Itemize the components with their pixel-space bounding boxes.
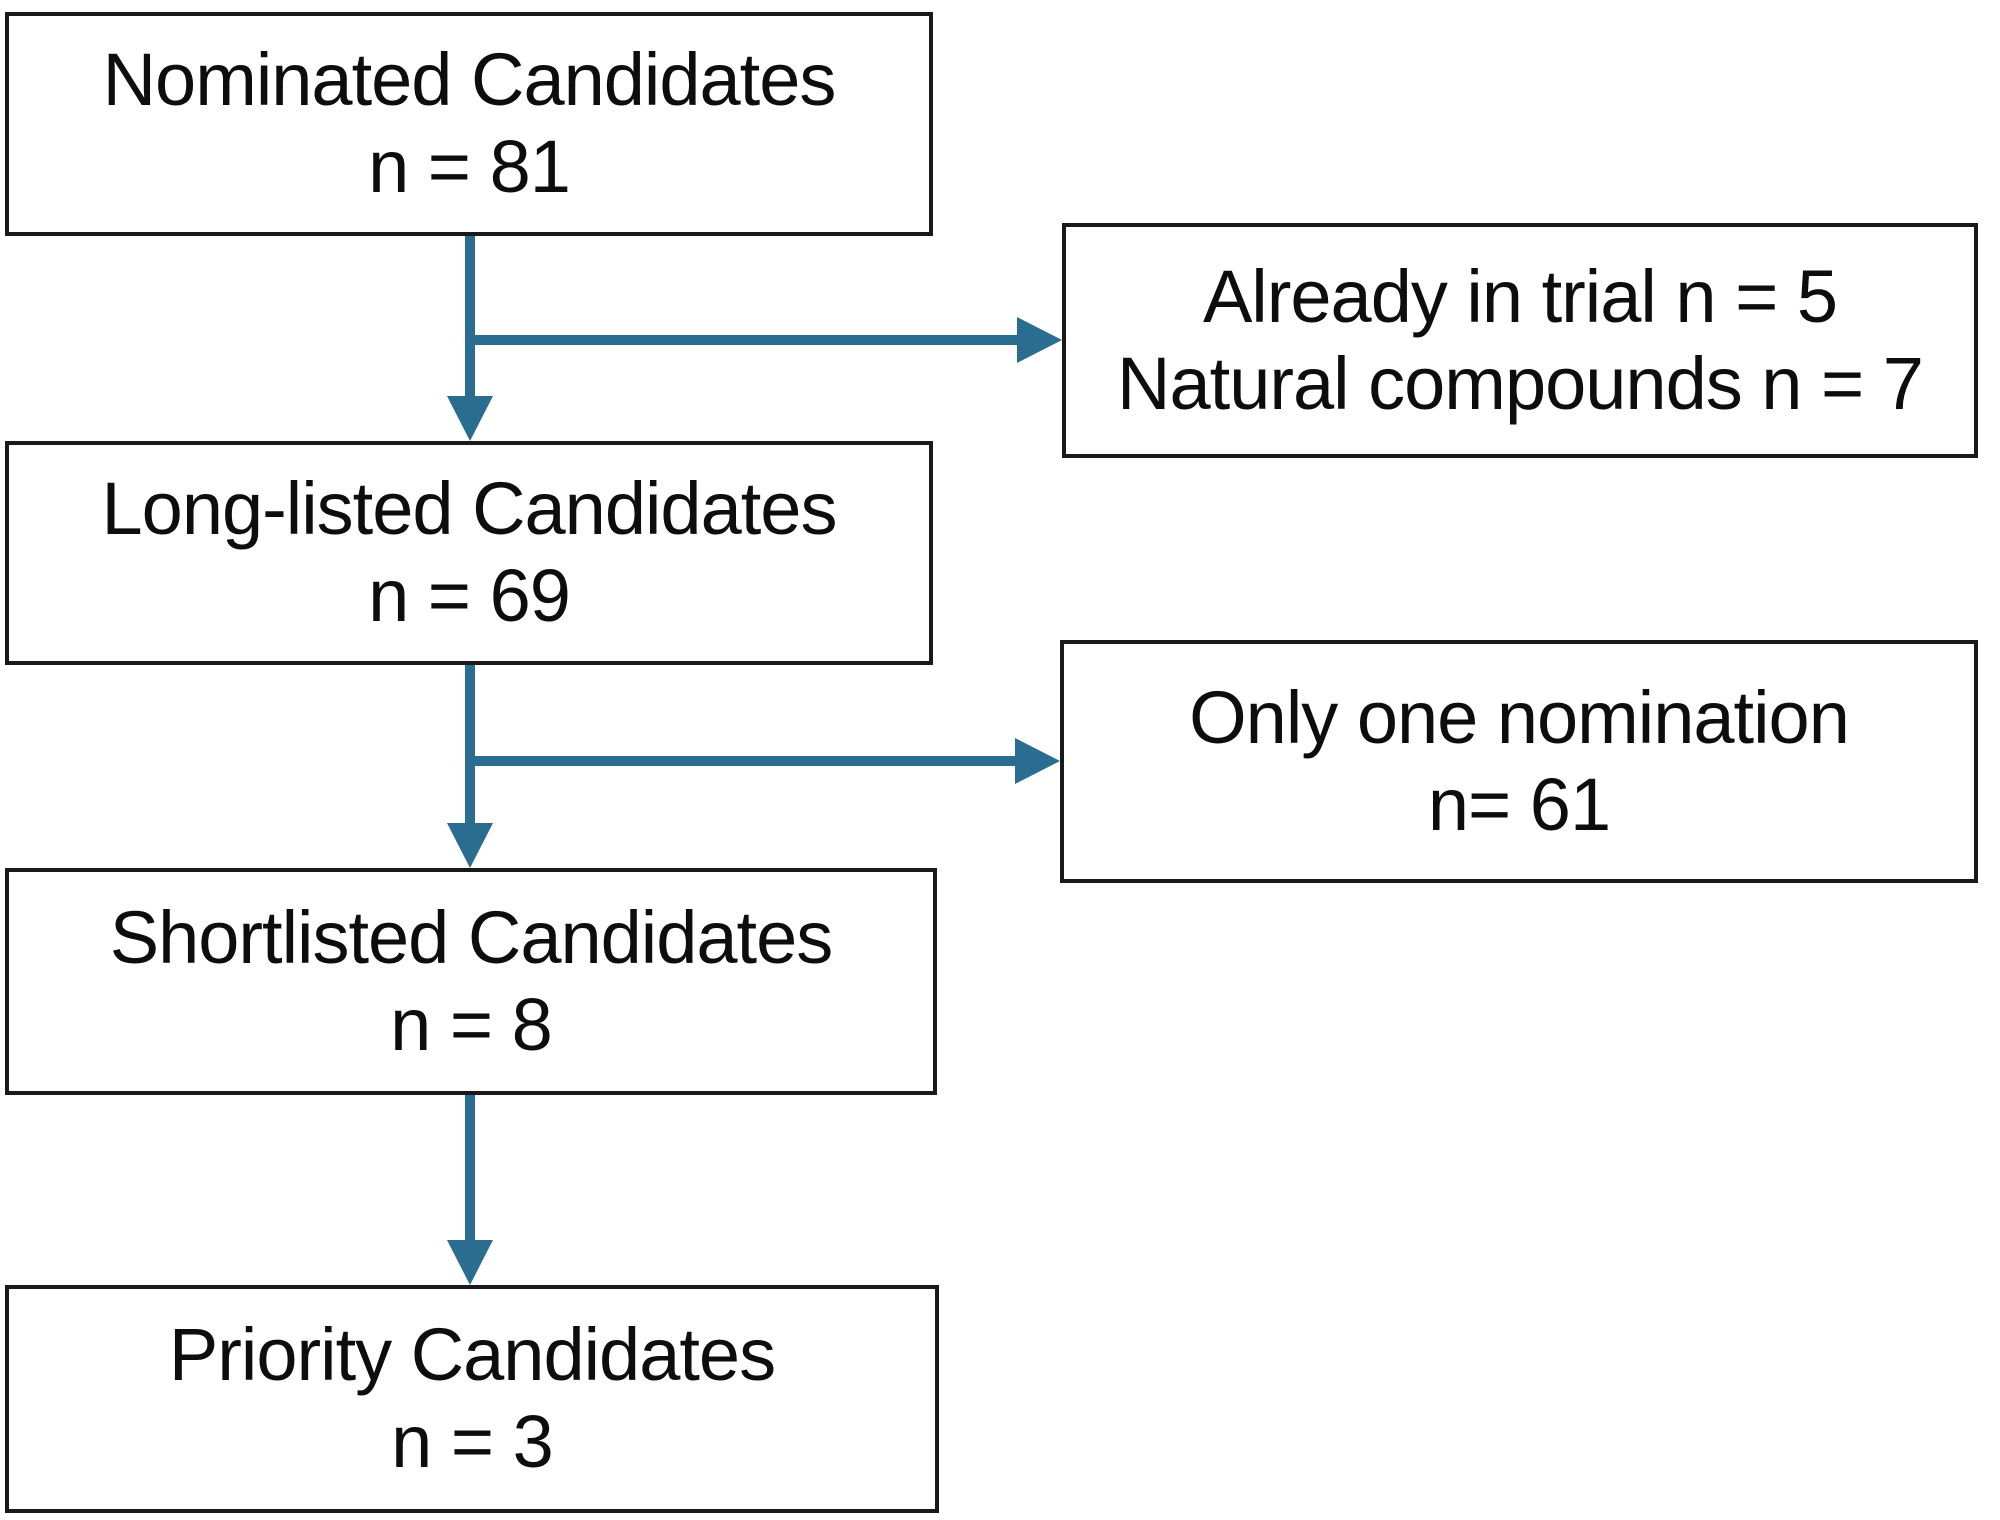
- node-title: Nominated Candidates: [102, 38, 837, 122]
- connector-branch-to-excluded-single-nomination: [470, 756, 1015, 766]
- node-line1: Only one nomination: [1189, 675, 1850, 759]
- arrowhead-down-icon: [447, 396, 493, 441]
- arrowhead-right-icon: [1017, 317, 1062, 363]
- flow-node-shortlisted-candidates: Shortlisted Candidates n = 8: [5, 868, 937, 1095]
- connector-shortlisted-to-priority: [465, 1095, 475, 1242]
- node-count: n = 8: [390, 982, 553, 1066]
- node-count: n = 81: [368, 125, 571, 208]
- node-title: Shortlisted Candidates: [109, 895, 834, 979]
- node-line2: Natural compounds n = 7: [1117, 341, 1924, 425]
- flow-node-nominated-candidates: Nominated Candidates n = 81: [5, 12, 933, 236]
- node-title: Long-listed Candidates: [101, 467, 838, 551]
- node-title: Priority Candidates: [168, 1313, 776, 1397]
- connector-longlisted-to-shortlisted: [465, 665, 475, 825]
- connector-nominated-to-longlisted: [465, 236, 475, 398]
- arrowhead-down-icon: [447, 823, 493, 868]
- node-count: n = 69: [368, 554, 571, 637]
- arrowhead-right-icon: [1015, 738, 1060, 784]
- node-line1: Already in trial n = 5: [1202, 254, 1838, 338]
- flow-node-priority-candidates: Priority Candidates n = 3: [5, 1285, 939, 1513]
- node-line2: n= 61: [1427, 762, 1611, 846]
- flow-node-long-listed-candidates: Long-listed Candidates n = 69: [5, 441, 933, 665]
- arrowhead-down-icon: [447, 1240, 493, 1285]
- flow-node-excluded-single-nomination: Only one nomination n= 61: [1060, 640, 1978, 883]
- node-count: n = 3: [391, 1400, 554, 1483]
- connector-branch-to-excluded-trial-natural: [470, 335, 1017, 345]
- flow-node-excluded-trial-natural: Already in trial n = 5 Natural compounds…: [1062, 223, 1978, 458]
